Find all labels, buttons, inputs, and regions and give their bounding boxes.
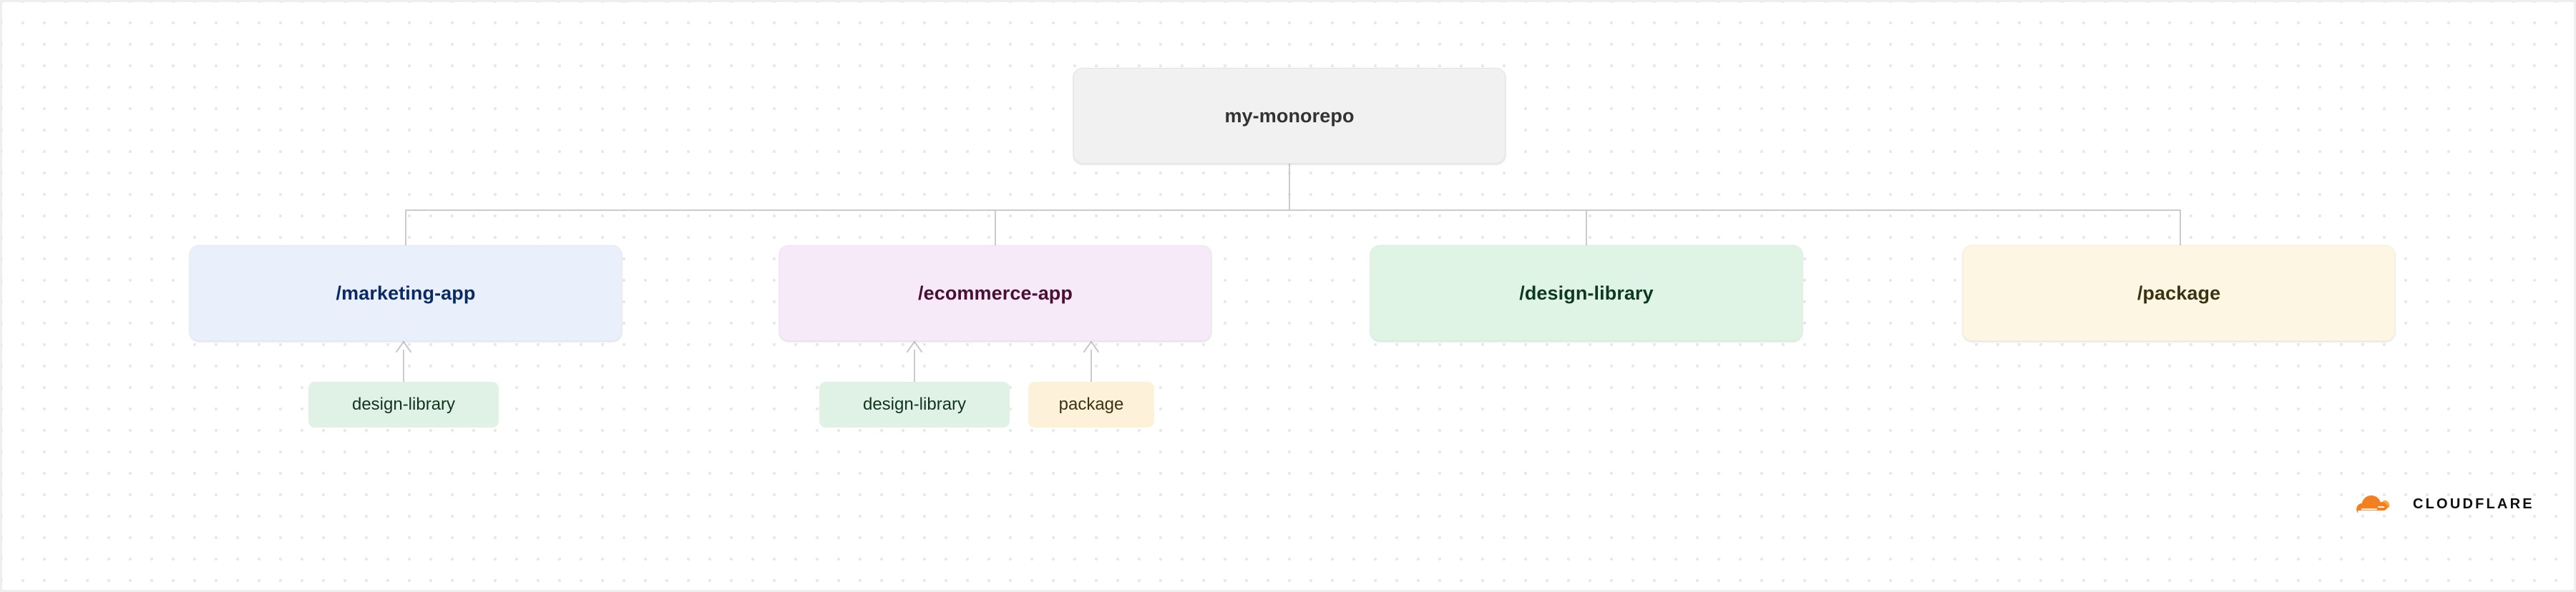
edge-drop-ecommerce (995, 209, 996, 245)
arrowhead-ecommerce-design-library (906, 341, 923, 352)
edge-drop-design-library (1586, 209, 1587, 245)
node-ecommerce-app[interactable]: /ecommerce-app (779, 245, 1211, 341)
edge-ecommerce-design-library (914, 350, 915, 383)
dependency-badge-ecommerce-design-library[interactable]: design-library (819, 382, 1010, 428)
node-label-ecommerce-app: /ecommerce-app (918, 282, 1073, 304)
edge-root-stem (1289, 164, 1290, 210)
cloudflare-cloud-icon (2349, 492, 2404, 516)
node-label-my-monorepo: my-monorepo (1224, 104, 1355, 127)
edge-horizontal-bus (405, 209, 2181, 211)
dependency-badge-ecommerce-package[interactable]: package (1028, 382, 1154, 428)
node-label-package: /package (2137, 282, 2221, 304)
edge-drop-package (2180, 209, 2181, 245)
dependency-badge-label: design-library (862, 395, 967, 414)
cloudflare-logo: CLOUDFLARE (2349, 492, 2534, 516)
dependency-badge-label: package (1058, 395, 1124, 414)
node-label-design-library: /design-library (1519, 282, 1654, 304)
edge-drop-marketing (405, 209, 406, 245)
node-design-library[interactable]: /design-library (1370, 245, 1802, 341)
cloudflare-wordmark: CLOUDFLARE (2413, 496, 2534, 512)
arrowhead-ecommerce-package (1083, 341, 1100, 352)
node-marketing-app[interactable]: /marketing-app (190, 245, 622, 341)
dependency-badge-label: design-library (351, 395, 456, 414)
node-package[interactable]: /package (1963, 245, 2395, 341)
edge-marketing-design-library (403, 350, 404, 383)
dependency-badge-marketing-design-library[interactable]: design-library (308, 382, 499, 428)
node-label-marketing-app: /marketing-app (336, 282, 476, 304)
node-my-monorepo[interactable]: my-monorepo (1073, 68, 1506, 164)
arrowhead-marketing-design-library (395, 341, 412, 352)
edge-ecommerce-package (1091, 350, 1092, 383)
